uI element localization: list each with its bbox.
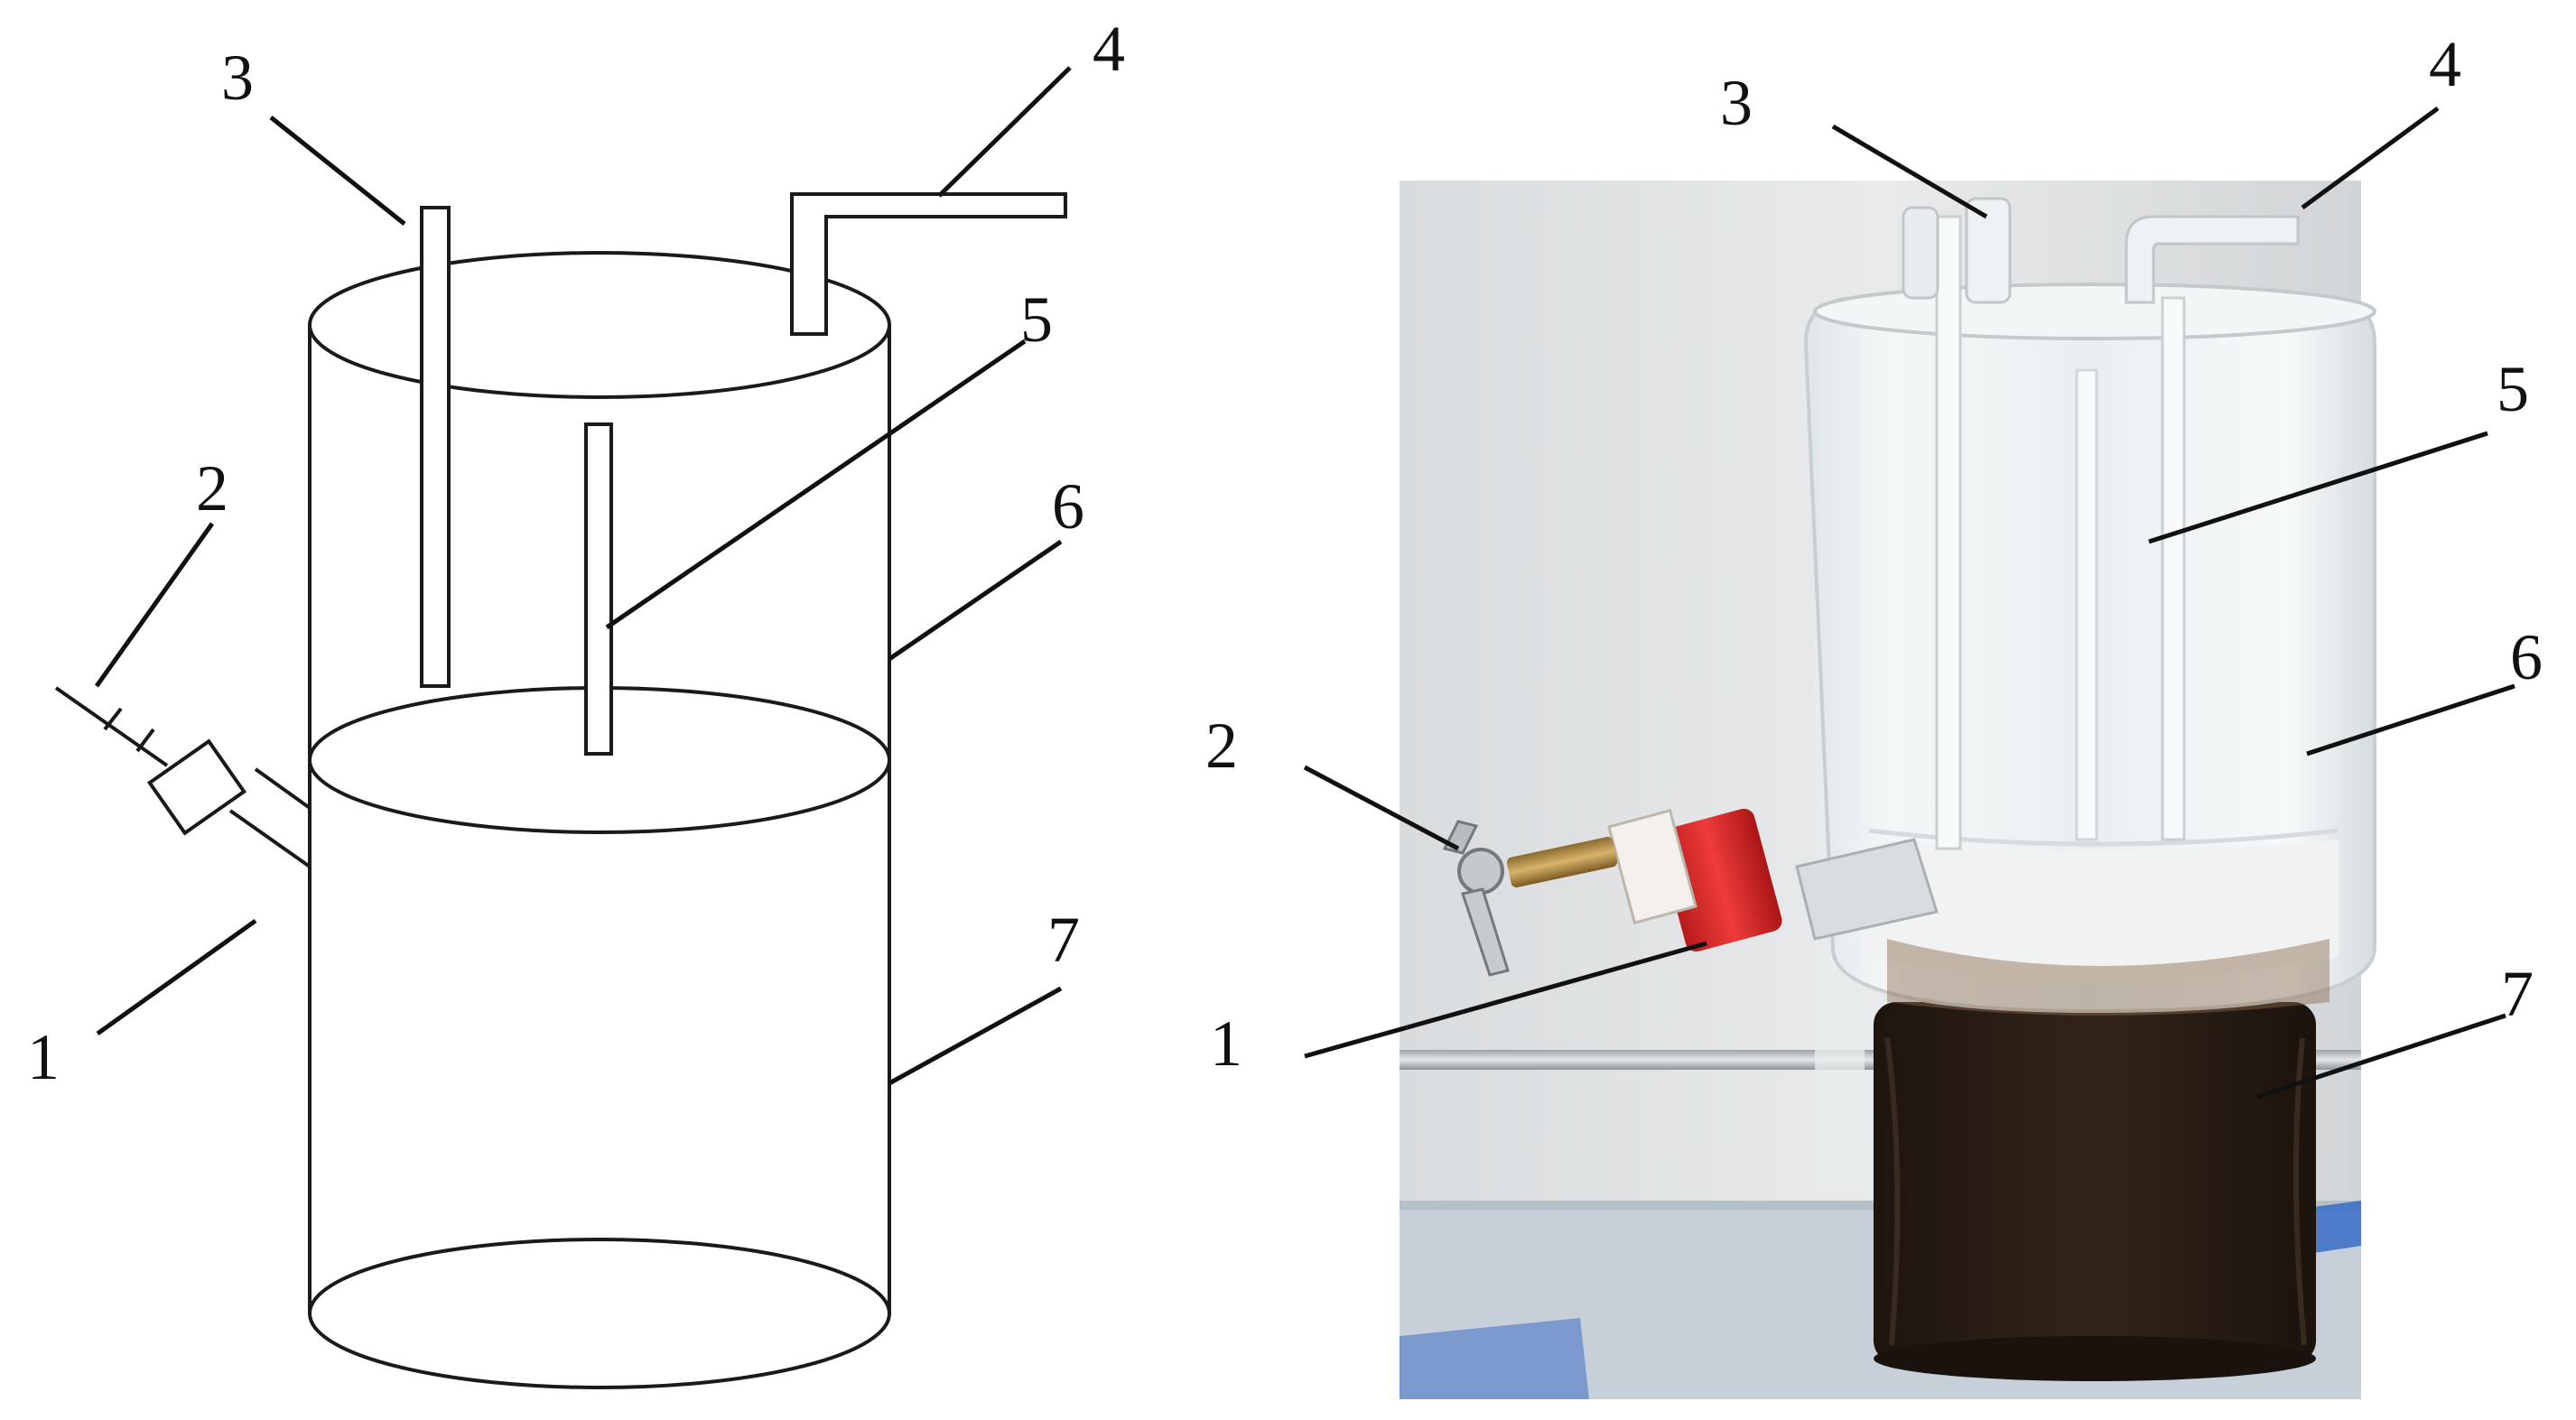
reactor-photo: 3 4 5 6 2 1 7 xyxy=(1205,28,2543,1399)
schematic-labels: 3 4 5 6 2 1 7 xyxy=(27,13,1125,1093)
schematic-label-3: 3 xyxy=(221,42,254,114)
photo-leader-1 xyxy=(1304,941,1707,1059)
schematic-diagram: 3 4 5 6 2 1 7 xyxy=(27,13,1125,1389)
sludge-vessel xyxy=(1874,1002,2316,1381)
leader-3 xyxy=(269,116,406,226)
photo-label-7: 7 xyxy=(2501,958,2534,1030)
tube-3 xyxy=(420,206,451,688)
photo-label-6: 6 xyxy=(2510,621,2543,693)
photo-label-1: 1 xyxy=(1210,1007,1242,1080)
schematic-label-5: 5 xyxy=(1020,283,1053,356)
photo-leader-3 xyxy=(1831,124,1988,219)
photo-leader-6 xyxy=(2306,683,2516,756)
valve-stem xyxy=(54,686,169,767)
photo-leader-5 xyxy=(2148,431,2488,544)
schematic-label-2: 2 xyxy=(196,452,228,524)
photo-leader-4 xyxy=(2301,106,2440,210)
photo-labels: 3 4 5 6 2 1 7 xyxy=(1205,28,2543,1080)
leader-2 xyxy=(94,522,215,688)
schematic-leader-lines xyxy=(94,66,1072,1086)
schematic-label-1: 1 xyxy=(27,1021,60,1093)
leader-4 xyxy=(937,66,1072,198)
upper-cylinder xyxy=(308,251,891,834)
photo-label-2: 2 xyxy=(1205,710,1238,782)
schematic-label-6: 6 xyxy=(1052,470,1084,543)
leader-1 xyxy=(96,918,257,1036)
schematic-label-4: 4 xyxy=(1093,13,1125,85)
photo-label-5: 5 xyxy=(2497,353,2529,425)
leader-7 xyxy=(888,986,1063,1086)
schematic-label-7: 7 xyxy=(1047,904,1080,976)
photo-leader-7 xyxy=(2256,1013,2506,1100)
tube-4-outlet xyxy=(790,192,1067,336)
photo-label-4: 4 xyxy=(2429,28,2461,100)
photo-leader-2 xyxy=(1303,765,1460,851)
side-inlet-pipe xyxy=(54,686,312,868)
brass-fitting xyxy=(1506,837,1618,887)
valve-body xyxy=(146,738,247,836)
leader-6 xyxy=(888,539,1063,662)
lower-cylinder xyxy=(308,758,891,1389)
photo-label-3: 3 xyxy=(1720,67,1753,139)
photo-leader-lines xyxy=(1303,106,2516,1100)
leader-5 xyxy=(605,339,1027,630)
red-cap xyxy=(1658,808,1782,952)
photo-internal-tubes xyxy=(1902,197,2300,850)
photo-side-port xyxy=(1442,808,1939,977)
tube-5 xyxy=(584,422,613,756)
